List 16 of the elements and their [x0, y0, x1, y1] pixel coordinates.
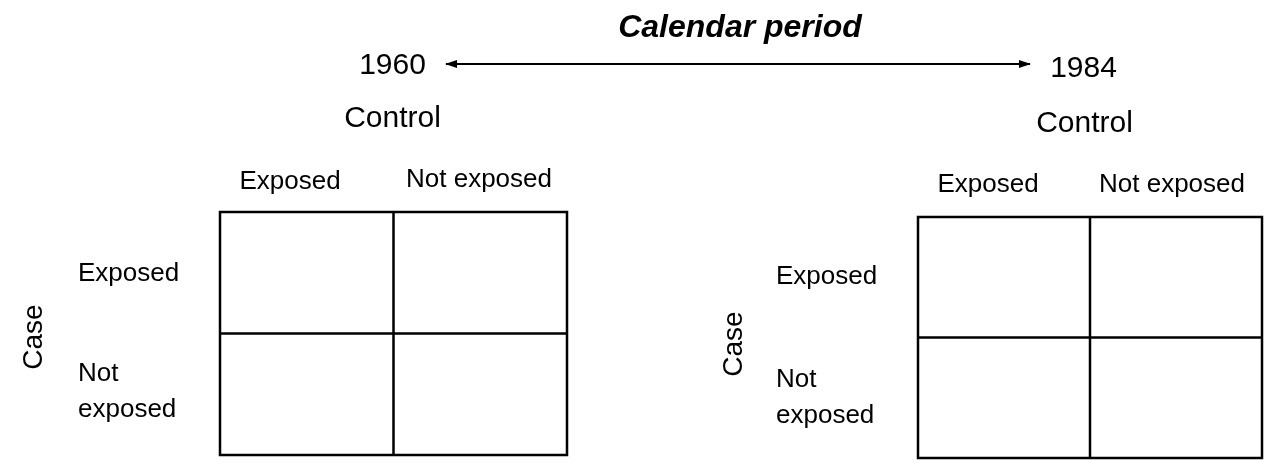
- group-heading: Control: [343, 99, 442, 135]
- year-label: 1960: [345, 44, 440, 84]
- category-label: Exposed: [776, 259, 879, 292]
- category-label: Exposed: [78, 256, 181, 289]
- category-label: Not exposed: [405, 162, 553, 195]
- category-label: Exposed: [936, 167, 1040, 200]
- category-label: Not exposed: [1098, 167, 1246, 200]
- axis-label: Case: [717, 311, 749, 377]
- year-label: 1984: [1036, 47, 1131, 87]
- axis-label: Case: [17, 304, 49, 370]
- title: Calendar period: [617, 7, 864, 46]
- group-heading: Control: [1035, 104, 1134, 140]
- category-label: Not exposed: [78, 356, 178, 425]
- category-label: Exposed: [238, 164, 342, 197]
- category-label: Not exposed: [776, 362, 876, 431]
- double-arrow: [445, 60, 1031, 68]
